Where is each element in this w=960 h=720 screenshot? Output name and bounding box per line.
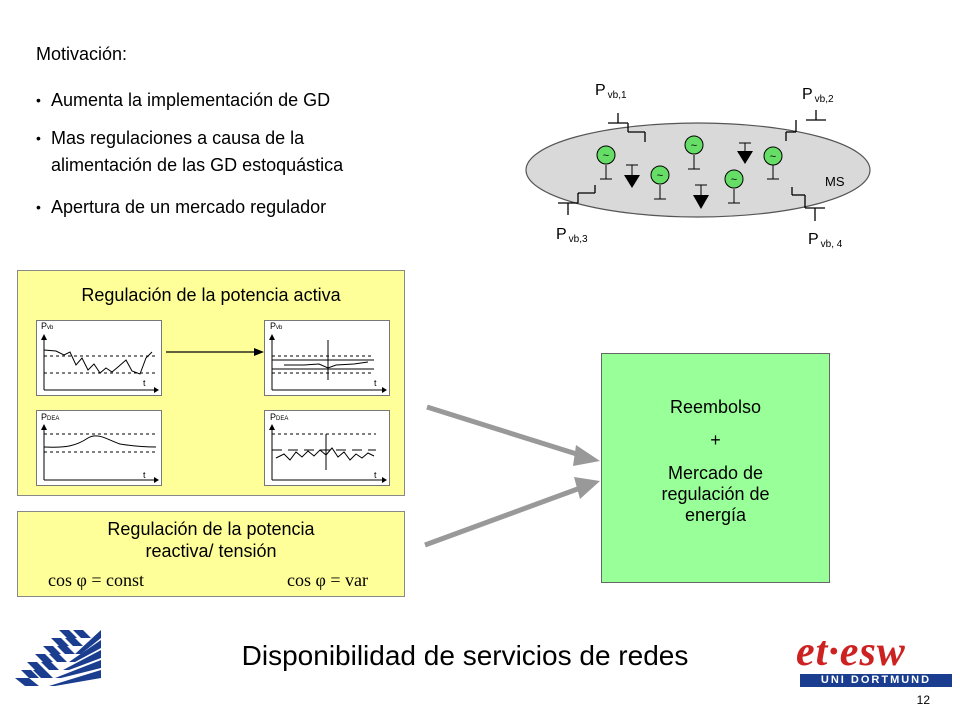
reactive-power-title-line2: reactiva/ tensión xyxy=(145,541,277,561)
connection-pv1 xyxy=(608,113,646,142)
bullet-text: alimentación de las GD estoquástica xyxy=(51,155,344,175)
mini-chart-xlabel: t xyxy=(143,470,146,480)
result-plus: + xyxy=(710,430,721,450)
generator-symbol: ~ xyxy=(691,140,697,152)
mini-chart-pdea-after xyxy=(264,410,390,486)
generator-icon: ~ xyxy=(763,146,783,180)
mini-chart-xlabel: t xyxy=(374,378,377,388)
bullet-dot: • xyxy=(36,130,41,146)
generator-icon: ~ xyxy=(596,145,616,180)
mini-chart-ylabel: Pvb xyxy=(41,321,54,331)
formula-cos-const: cos φ = const xyxy=(48,570,145,590)
page-number: 12 xyxy=(916,693,930,707)
logo-bar: UNI DORTMUND xyxy=(800,674,952,687)
mini-chart-pvb-after xyxy=(264,320,390,396)
result-line5: energía xyxy=(684,505,747,525)
active-power-title: Regulación de la potencia activa xyxy=(81,285,341,305)
university-logo-icon xyxy=(15,630,101,686)
bullet-text: Aumenta la implementación de GD xyxy=(51,90,331,110)
generator-icon: ~ xyxy=(684,135,704,170)
motivation-title: Motivación: xyxy=(36,44,128,64)
mini-chart-pvb-before xyxy=(36,320,162,396)
result-line3: Mercado de xyxy=(667,463,764,483)
generator-symbol: ~ xyxy=(770,151,776,163)
generator-icon: ~ xyxy=(724,169,744,204)
connection-pv4 xyxy=(791,187,825,221)
lower-arrowhead xyxy=(574,477,600,499)
etesw-logo: et·esw UNI DORTMUND xyxy=(796,630,956,690)
slide-title: Disponibilidad de servicios de redes xyxy=(241,640,689,671)
mini-chart-ylabel: PDEA xyxy=(270,412,289,422)
bullet-text: Mas regulaciones a causa de la xyxy=(51,128,305,148)
ms-network-ellipse xyxy=(525,122,871,218)
lower-flow-arrow xyxy=(424,484,584,548)
logo-sub-text: UNI DORTMUND xyxy=(820,674,932,686)
mini-chart-pdea-before xyxy=(36,410,162,486)
reactive-power-box: Regulación de la potencia reactiva/ tens… xyxy=(17,511,405,597)
connection-pv3 xyxy=(558,185,596,215)
result-reembolso: Reembolso xyxy=(669,397,762,417)
upper-arrowhead xyxy=(573,445,600,466)
network-diagram: ~ ~ ~ ~ ~ MS xyxy=(525,110,871,221)
mini-chart-ylabel: Pvb xyxy=(270,321,283,331)
result-box: Reembolso + Mercado de regulación de ene… xyxy=(601,353,830,583)
mini-chart-xlabel: t xyxy=(143,378,146,388)
connection-pv2 xyxy=(785,110,826,141)
bullet-text: Apertura de un mercado regulador xyxy=(51,197,327,217)
generator-icon: ~ xyxy=(650,165,670,200)
bullet-dot: • xyxy=(36,92,41,108)
upper-flow-arrow xyxy=(426,404,584,459)
logo-main-text: et·esw xyxy=(796,629,906,675)
flow-arrows xyxy=(424,404,600,548)
reactive-power-title-line1: Regulación de la potencia xyxy=(107,519,315,539)
result-line4: regulación de xyxy=(661,484,770,504)
generator-symbol: ~ xyxy=(657,170,663,182)
bullet-dot: • xyxy=(36,199,41,215)
ms-label: MS xyxy=(825,174,845,189)
chart-transition-arrow xyxy=(166,348,264,356)
load-arrow-icon xyxy=(693,184,709,209)
load-arrow-icon xyxy=(624,164,640,188)
formula-cos-var: cos φ = var xyxy=(287,570,369,590)
generator-symbol: ~ xyxy=(731,174,737,186)
generator-symbol: ~ xyxy=(603,150,609,162)
load-arrow-icon xyxy=(737,142,753,164)
mini-chart-ylabel: PDEA xyxy=(41,412,60,422)
mini-chart-xlabel: t xyxy=(374,470,377,480)
